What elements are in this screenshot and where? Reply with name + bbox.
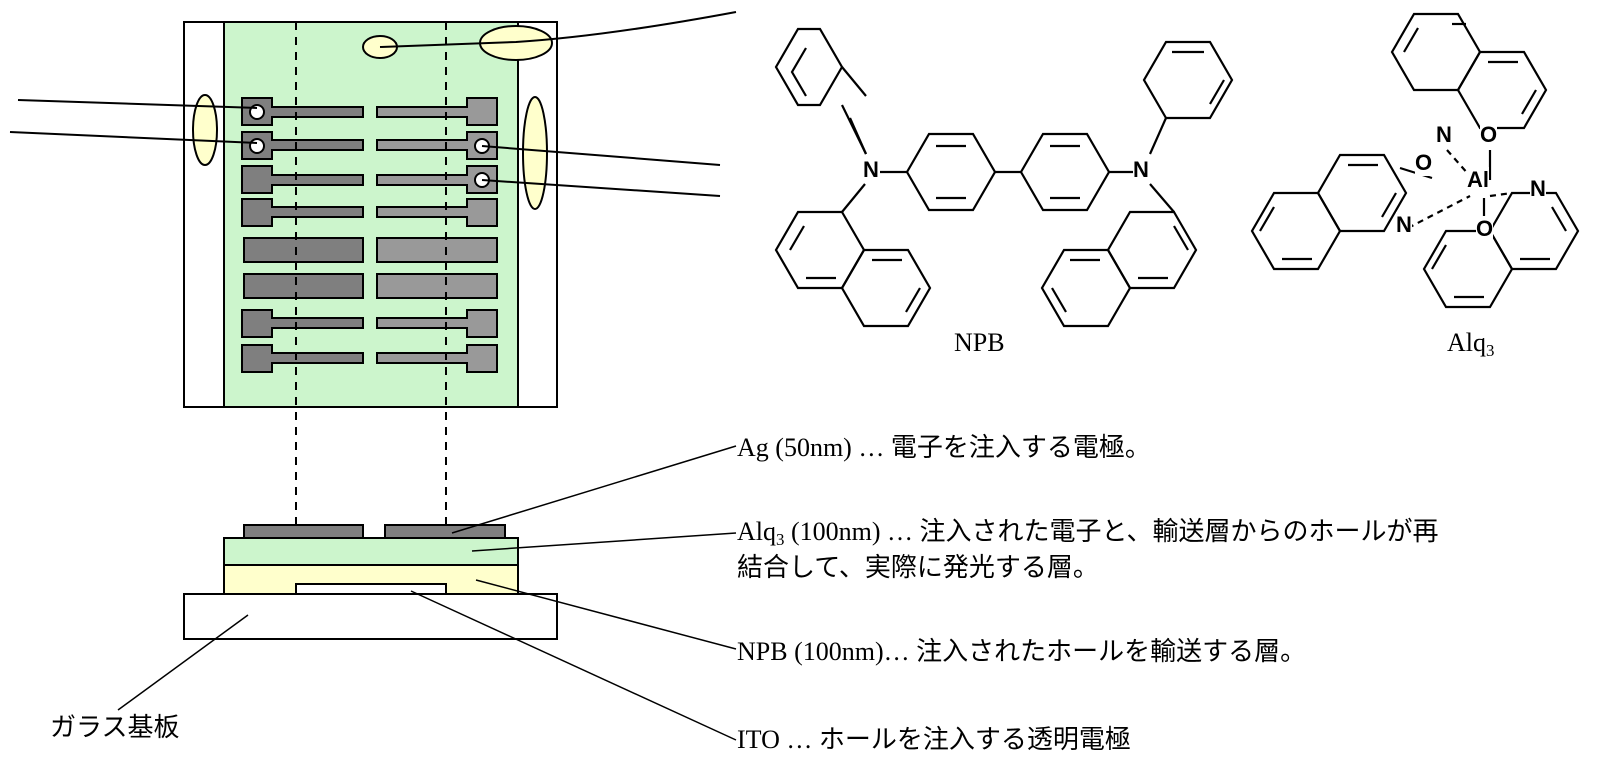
alq3-nitrogen-left: N [1396, 212, 1412, 238]
alq3-name-base: Alq [1447, 328, 1486, 357]
ito-layer-label: ITO … ホールを注入する透明電極 [737, 722, 1131, 758]
electrode-pad [376, 309, 498, 338]
alq3-name-sub: 3 [1486, 341, 1495, 361]
alq3-layer-label: Alq3 (100nm) … 注入された電子と、輸送層からのホールが再 [737, 514, 1438, 550]
ito-name: ITO [737, 725, 780, 754]
npb-nitrogen-left: N [863, 157, 879, 183]
probe-wires [9, 11, 737, 197]
electrode-pad [376, 165, 498, 194]
npb-name: NPB [954, 328, 1005, 357]
electrode-pad [241, 165, 364, 194]
alq3-separator: … [887, 517, 913, 546]
electrode-pad [376, 131, 498, 160]
electrode-pad [376, 237, 498, 263]
device-cross-section [183, 524, 558, 640]
electrode-pad [376, 273, 498, 299]
probe-wire [9, 131, 258, 144]
electrode-pad [376, 97, 498, 126]
electrode-pad [376, 344, 498, 373]
probe-wire [481, 145, 721, 166]
clip [522, 96, 548, 210]
ag-electrode [384, 524, 506, 539]
electrode-pad [241, 344, 364, 373]
alq3-nitrogen-top: N [1436, 122, 1452, 148]
glass-substrate-label: ガラス基板 [50, 713, 180, 743]
ito-layer [295, 583, 447, 595]
ito-separator: … [786, 725, 813, 754]
alq3-oxygen-top: O [1480, 122, 1498, 148]
ag-layer-label: Ag (50nm) … 電子を注入する電極。 [737, 430, 1151, 466]
npb-description: 注入されたホールを輸送する層。 [916, 637, 1307, 667]
alq3-oxygen-bottom: O [1476, 216, 1494, 242]
probe-wire [481, 179, 721, 197]
npb-nitrogen-right: N [1133, 157, 1149, 183]
ag-separator: … [858, 433, 885, 462]
alq3-description-line1: 注入された電子と、輸送層からのホールが再 [919, 517, 1439, 547]
ag-description: 電子を注入する電極。 [890, 433, 1151, 463]
alq3-aluminum: Al [1467, 167, 1489, 193]
ag-thickness: (50nm) [775, 433, 852, 462]
npb-layer-label: NPB (100nm)… 注入されたホールを輸送する層。 [737, 634, 1306, 670]
probe-contact [249, 138, 265, 154]
electrode-pads-right [376, 97, 498, 373]
electrode-pad [241, 309, 364, 338]
clip [192, 94, 218, 166]
electrode-pad [243, 273, 364, 299]
probe-wire [17, 99, 258, 109]
alq3-oxygen-left: O [1415, 150, 1433, 176]
alq3-name: Alq3 [1447, 328, 1495, 361]
alq3-layer-name: Alq3 [737, 517, 785, 550]
alignment-lines [295, 22, 447, 578]
electrode-pads-left [241, 97, 364, 373]
ito-description: ホールを注入する透明電極 [818, 725, 1131, 755]
ag-electrode [243, 524, 364, 539]
leader-lines [117, 445, 737, 741]
npb-thickness: (100nm)… [794, 637, 910, 666]
electrode-pad [376, 198, 498, 227]
npb-layer-name: NPB [737, 637, 788, 666]
electrode-pad [243, 237, 364, 263]
probe-wire [379, 11, 737, 48]
electrode-pad [241, 198, 364, 227]
electrode-pad [241, 131, 364, 160]
alq3-description-line2: 結合して、実際に発光する層。 [737, 553, 1099, 583]
device-top-view [9, 11, 737, 408]
npb-structure [774, 27, 1234, 328]
alq3-nitrogen-right: N [1530, 176, 1546, 202]
alq3-thickness: (100nm) [790, 517, 881, 546]
ag-name: Ag [737, 433, 769, 462]
alq3-layer-name-base: Alq [737, 517, 776, 546]
alq3-layer [223, 537, 519, 566]
alq3-layer-name-sub: 3 [776, 530, 785, 550]
electrode-pad [241, 97, 364, 126]
